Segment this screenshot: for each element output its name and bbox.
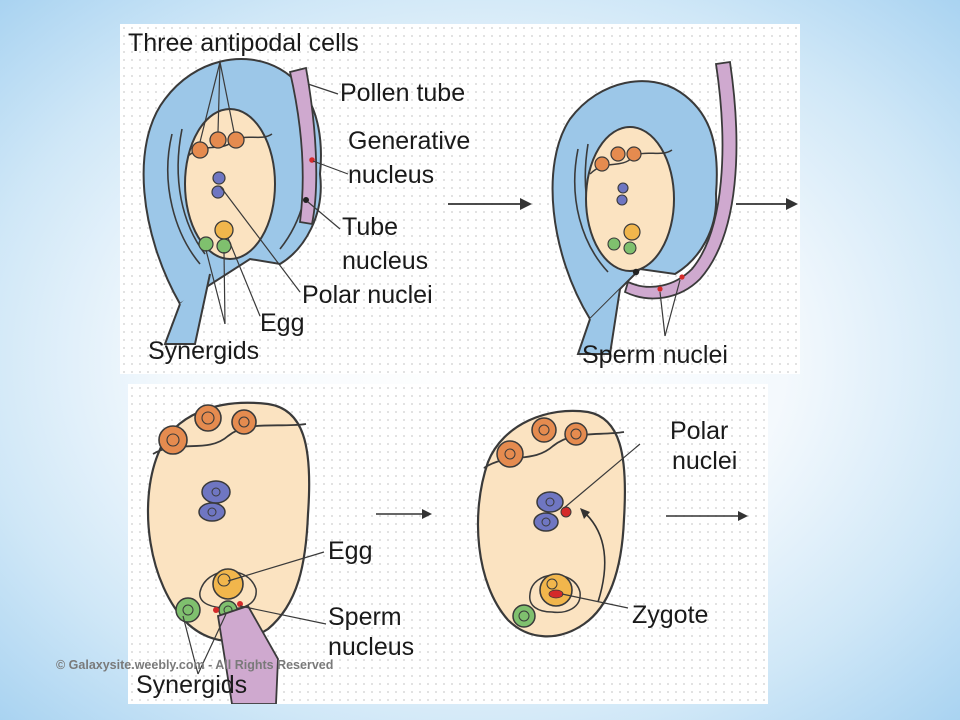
antipodal-cell (594, 156, 610, 172)
fusion-arrow (585, 513, 606, 603)
ovule-pollen-tube-entering (551, 80, 718, 355)
label-sperm-nuclei: Sperm nuclei (582, 341, 728, 369)
label-tube: Tube (342, 213, 399, 241)
label-sperm-nucleus: nucleus (328, 633, 415, 661)
label-tube-nucleus: nucleus (342, 247, 429, 275)
sperm-nucleus-dot (560, 506, 572, 518)
label-egg-bottom: Egg (328, 537, 373, 565)
polar-nucleus (212, 171, 226, 185)
ovule-before-fertilization (142, 58, 322, 345)
antipodal-cell (158, 425, 188, 455)
embryo-sac-after-fertilization (476, 409, 627, 638)
label-polar: Polar (670, 417, 729, 445)
synergid-cell (198, 236, 214, 252)
label-generative-nucleus: nucleus (348, 161, 435, 189)
polar-nucleus (211, 185, 225, 199)
bottom-diagram-panel: Egg Sperm nucleus Synergids Polar nuclei… (128, 384, 768, 704)
embryo-sac-left-bottom (146, 401, 311, 643)
antipodal-cell (626, 146, 642, 162)
sperm-nucleus-dot (237, 601, 243, 607)
top-diagram-svg (142, 58, 798, 355)
polar-nucleus (201, 480, 231, 504)
label-polar-nuclei-bottom: nuclei (672, 447, 738, 475)
arrow-right-2 (736, 198, 798, 210)
antipodal-cell (531, 417, 557, 443)
sperm-nucleus-dot (679, 274, 685, 280)
synergid-cell (623, 241, 637, 255)
antipodal-cell (227, 131, 245, 149)
label-zygote: Zygote (632, 601, 709, 629)
sperm-nucleus-dot (213, 607, 219, 613)
polar-nucleus (536, 491, 564, 513)
tube-nucleus-dot (632, 268, 640, 276)
egg-cell (623, 223, 641, 241)
antipodal-cell (610, 146, 626, 162)
label-polar-nuclei: Polar nuclei (302, 281, 433, 309)
arrow-right-4 (666, 511, 748, 521)
label-pollen-tube: Pollen tube (340, 79, 466, 107)
synergid-cell (607, 237, 621, 251)
label-synergids-bottom: Synergids (136, 671, 248, 699)
antipodal-cell (231, 409, 257, 435)
leader-lines-bottom-left (182, 551, 327, 675)
arrow-right-3 (376, 509, 432, 519)
polar-nucleus (616, 194, 628, 206)
label-generative: Generative (348, 127, 471, 155)
label-sperm: Sperm (328, 603, 402, 631)
antipodal-cell (564, 422, 588, 446)
bottom-diagram-svg (146, 401, 748, 704)
tube-nucleus-dot (303, 197, 309, 203)
synergid-cell (512, 604, 536, 628)
polar-nucleus (617, 182, 629, 194)
antipodal-cell (191, 141, 209, 159)
synergid-cell (175, 597, 201, 623)
top-diagram-panel: Three antipodal cells Pollen tube Genera… (120, 24, 800, 374)
embryo-sac-fertilization (146, 401, 311, 643)
label-three-antipodal-cells: Three antipodal cells (128, 29, 359, 57)
antipodal-cell (496, 440, 524, 468)
sperm-nucleus-dot (657, 286, 663, 292)
leader-lines-right (659, 279, 681, 337)
antipodal-cell (194, 404, 222, 432)
arrow-right-1 (448, 198, 532, 210)
leader-lines-left (199, 61, 349, 325)
label-synergids: Synergids (148, 337, 260, 365)
polar-nucleus (198, 502, 226, 522)
label-egg: Egg (260, 309, 305, 337)
leader-lines-bottom-right (561, 443, 641, 609)
pollen-tube-bottom (216, 604, 279, 704)
pollen-tube-left (288, 66, 318, 226)
copyright-notice: © Galaxysite.weebly.com - All Rights Res… (56, 658, 334, 672)
polar-nucleus (533, 512, 559, 532)
antipodal-cell (209, 131, 227, 149)
pollen-tube-right (623, 60, 738, 300)
egg-cell (214, 220, 234, 240)
